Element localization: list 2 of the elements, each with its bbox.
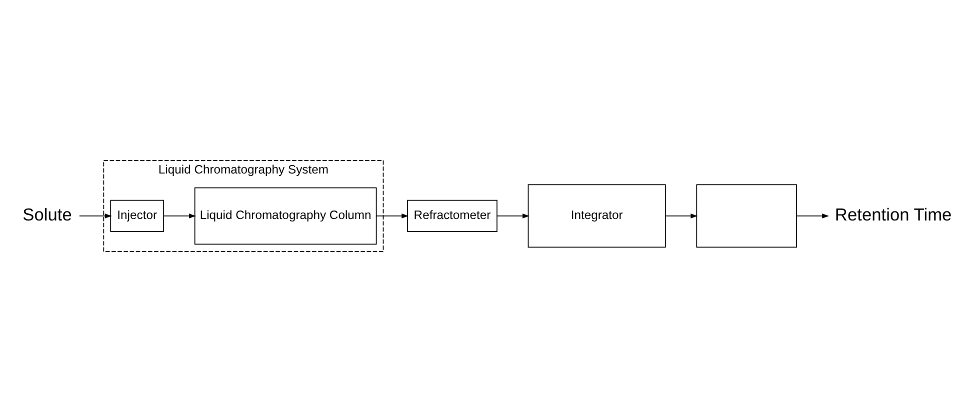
node-text: Solute <box>22 204 72 224</box>
node-text: Retention Time <box>834 204 952 224</box>
